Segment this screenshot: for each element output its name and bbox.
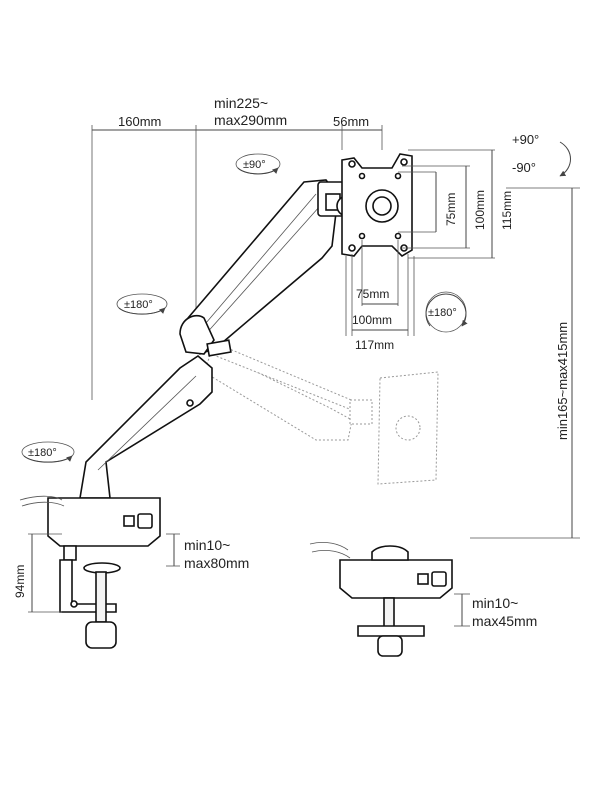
arm-upper-segment bbox=[179, 179, 339, 357]
tilt-arrow-icon bbox=[559, 141, 571, 177]
arm-lower-segment bbox=[79, 354, 213, 499]
tilt-plus-label: +90° bbox=[512, 132, 539, 147]
plate-115-height-label: 115mm bbox=[500, 191, 514, 230]
grommet-range-line1: min10~ bbox=[472, 595, 518, 611]
vesa-plate bbox=[341, 153, 413, 258]
vesa-75-width-label: 75mm bbox=[356, 287, 389, 301]
top-dimension-lines bbox=[91, 125, 383, 400]
rotation-arrow-icon bbox=[425, 291, 468, 333]
height-range-dimension bbox=[470, 187, 580, 539]
base-offset-label: 160mm bbox=[118, 114, 161, 129]
grommet-range-line2: max45mm bbox=[472, 613, 537, 629]
lowered-arm-ghost bbox=[203, 344, 439, 485]
clamp-base bbox=[19, 495, 161, 649]
arm-reach-label: min225~ max290mm bbox=[214, 95, 287, 128]
swivel-base-label: ±180° bbox=[28, 447, 57, 459]
vesa-vertical-dimensions bbox=[398, 149, 495, 259]
swivel-mid-label: ±180° bbox=[124, 299, 153, 311]
height-range-label: min165~max415mm bbox=[555, 322, 570, 440]
clamp-range-line2: max80mm bbox=[184, 555, 249, 571]
swivel-head-top-label: ±90° bbox=[243, 159, 266, 171]
clamp-dimensions bbox=[28, 533, 180, 613]
head-offset-label: 56mm bbox=[333, 114, 369, 129]
arm-reach-line2: max290mm bbox=[214, 112, 287, 128]
grommet-range-label: min10~ max45mm bbox=[472, 595, 537, 629]
rotation-arrow-icon bbox=[21, 441, 75, 463]
clamp-range-label: min10~ max80mm bbox=[184, 537, 249, 571]
plate-117-width-label: 117mm bbox=[355, 338, 394, 352]
vesa-75-height-label: 75mm bbox=[444, 193, 458, 226]
grommet-base bbox=[309, 542, 453, 657]
rotate-head-label: ±180° bbox=[428, 307, 457, 319]
clamp-height-label: 94mm bbox=[13, 565, 27, 598]
clamp-range-line1: min10~ bbox=[184, 537, 230, 553]
vesa-horizontal-dimensions bbox=[345, 240, 415, 336]
vesa-100-width-label: 100mm bbox=[352, 313, 392, 327]
rotation-arrow-icon bbox=[116, 293, 168, 315]
rotation-arrow-icon bbox=[235, 153, 281, 175]
grommet-dimensions bbox=[454, 593, 470, 627]
tilt-minus-label: -90° bbox=[512, 160, 536, 175]
arm-reach-line1: min225~ bbox=[214, 95, 268, 111]
vesa-100-height-label: 100mm bbox=[473, 190, 487, 230]
